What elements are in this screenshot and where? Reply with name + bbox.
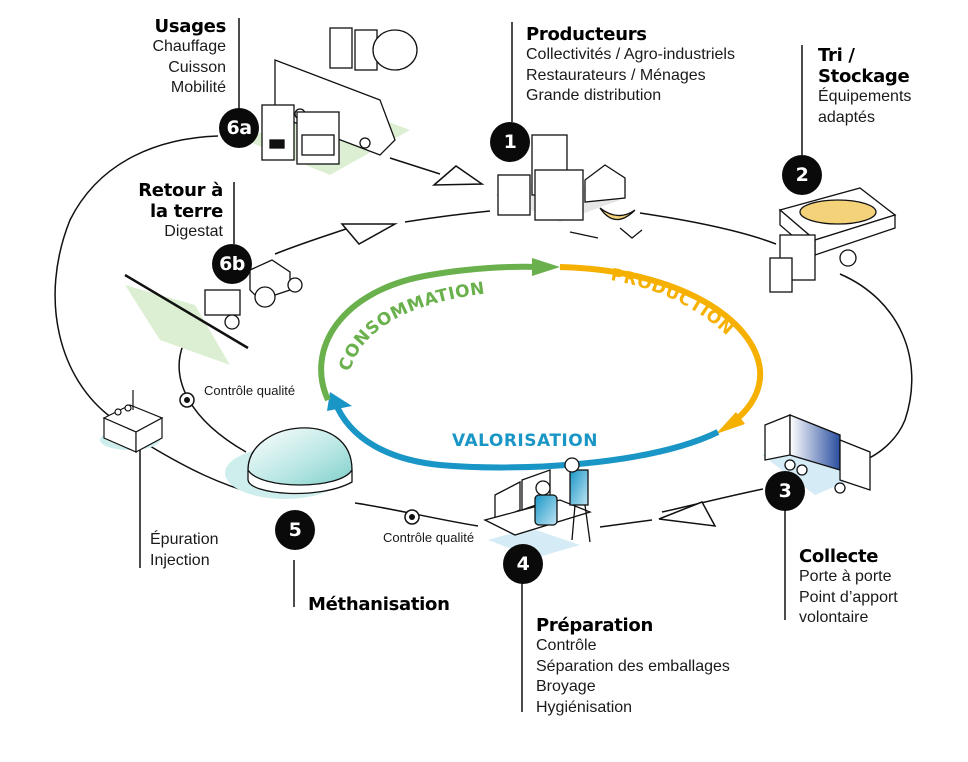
cycle-label-valorisation: VALORISATION	[452, 431, 598, 451]
epuration-injection-unit-icon	[100, 390, 164, 454]
label-usages-title: Usages	[154, 16, 227, 37]
control-room-operators-icon	[483, 457, 592, 558]
label-collecte: Collecte Porte à porte Point d’apport vo…	[799, 546, 898, 626]
connector-6b-to-1	[274, 228, 347, 255]
cycle-label-production: PRODUCTION	[609, 265, 737, 340]
step-badge-6b: 6b	[212, 244, 252, 284]
digester-dome-icon	[225, 427, 353, 499]
flow-arrowheads	[340, 165, 717, 527]
label-tri-stockage-title-2: Stockage	[818, 66, 910, 87]
step-badge-3: 3	[765, 471, 805, 511]
tractor-spreader-icon	[124, 259, 303, 365]
factory-buildings-and-food-waste-icon	[495, 134, 643, 239]
label-producteurs-title: Producteurs	[526, 24, 647, 45]
step-badge-2: 2	[782, 155, 822, 195]
cycle-arrow-production	[716, 412, 745, 434]
connector-2-to-3	[839, 273, 913, 463]
connector-6b-to-1b	[404, 210, 491, 223]
cycle-arc-valorisation	[332, 400, 720, 471]
label-retour-title-2: la terre	[150, 201, 223, 222]
waste-bins-and-trailer-icon	[769, 187, 897, 293]
step-badge-4: 4	[503, 544, 543, 584]
arrowhead-3-to-4	[658, 501, 717, 527]
connector-3-to-4b	[599, 519, 653, 528]
cycle-arc-consommation	[318, 263, 541, 402]
label-collecte-title: Collecte	[799, 546, 879, 567]
label-preparation-title: Préparation	[536, 615, 653, 636]
arrowhead-6b-to-1	[340, 223, 398, 245]
step-badge-6a: 6a	[219, 108, 259, 148]
connector-6a-to-1	[389, 157, 441, 175]
step-badge-5: 5	[275, 510, 315, 550]
label-epuration-injection: Épuration Injection	[150, 531, 219, 569]
connector-1-to-2	[639, 212, 777, 245]
label-producteurs: Producteurs Collectivités / Agro-industr…	[526, 24, 735, 104]
boiler-stove-bus-gas-station-icon	[245, 27, 418, 175]
leader-lines	[139, 18, 803, 712]
label-methanisation: Méthanisation	[308, 594, 450, 615]
label-usages: Usages Chauffage Cuisson Mobilité	[152, 16, 227, 96]
label-controle-qualite-2: Contrôle qualité	[383, 530, 475, 545]
connector-epuration-to-6a	[54, 135, 219, 419]
cycle-label-consommation: CONSOMMATION	[336, 279, 487, 374]
step-badge-1: 1	[490, 122, 530, 162]
cycle-arrow-consommation	[532, 258, 560, 276]
label-tri-stockage: Tri / Stockage Équipements adaptés	[818, 45, 912, 126]
label-retour-title-1: Retour à	[138, 180, 223, 201]
central-cycle	[318, 258, 764, 471]
label-preparation: Préparation Contrôle Séparation des emba…	[536, 615, 730, 716]
label-controle-qualite-1: Contrôle qualité	[204, 383, 296, 398]
connector-3-to-4	[661, 488, 764, 513]
garbage-truck-icon	[762, 414, 871, 495]
label-methanisation-title: Méthanisation	[308, 594, 450, 615]
label-tri-stockage-title-1: Tri /	[818, 45, 855, 66]
arrowhead-6a-to-1	[431, 165, 485, 186]
cycle-arc-production	[559, 264, 764, 428]
label-retour-a-la-terre: Retour à la terre Digestat	[138, 180, 223, 240]
quality-control-markers	[179, 392, 420, 525]
cycle-arrow-valorisation	[327, 392, 352, 411]
